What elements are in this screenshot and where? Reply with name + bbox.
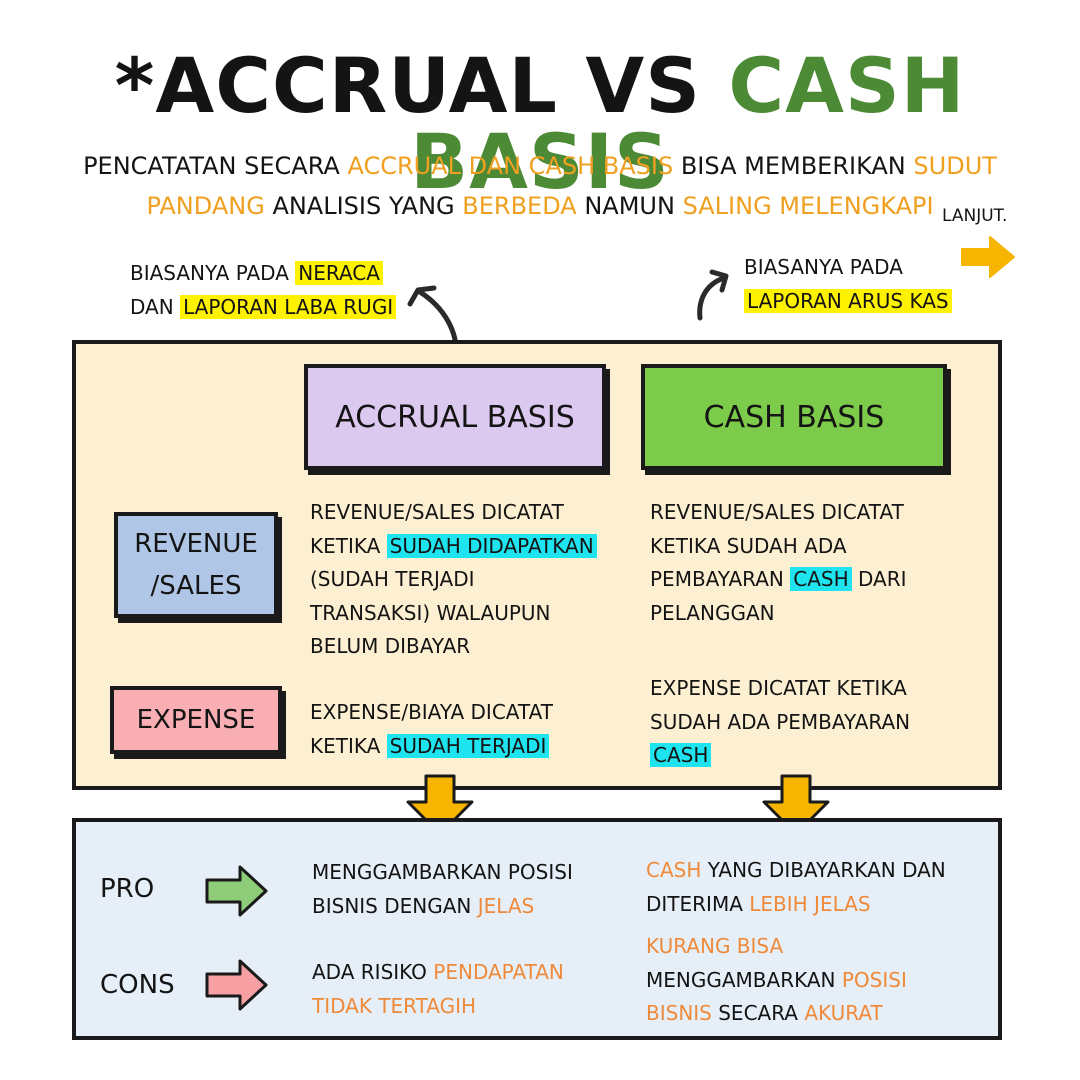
note-text: BIASANYA PADA xyxy=(744,255,903,279)
note-highlight: LAPORAN LABA RUGI xyxy=(180,295,397,319)
subtitle-highlight: SALING MELENGKAPI xyxy=(682,192,934,220)
note-accrual: BIASANYA PADA NERACA DAN LAPORAN LABA RU… xyxy=(130,256,410,324)
text-line: YANG DIBAYARKAN DAN xyxy=(707,858,946,882)
text-line: BELUM DIBAYAR xyxy=(310,634,471,658)
text-line: KETIKA xyxy=(310,733,381,758)
pro-cash-text: CASH YANG DIBAYARKAN DAN DITERIMA LEBIH … xyxy=(646,854,976,921)
text-highlight: TIDAK TERTAGIH xyxy=(312,993,477,1018)
expense-label-text: EXPENSE xyxy=(136,705,256,735)
subtitle: PENCATATAN SECARA ACCRUAL DAN CASH BASIS… xyxy=(80,146,1000,226)
subtitle-text: ANALISIS YANG xyxy=(272,192,455,220)
title-part-1: *ACCRUAL VS xyxy=(114,41,701,130)
text-line: TRANSAKSI) WALAUPUN xyxy=(310,600,551,625)
pro-accrual-text: MENGGAMBARKAN POSISI BISNIS DENGAN JELAS xyxy=(312,856,612,923)
subtitle-text: NAMUN xyxy=(584,192,675,220)
green-arrow-right-icon xyxy=(205,865,268,917)
revenue-label-line: /SALES xyxy=(150,571,242,601)
text-line: BISNIS DENGAN xyxy=(312,893,472,918)
note-highlight: LAPORAN ARUS KAS xyxy=(744,289,952,313)
text-line: REVENUE/SALES DICATAT xyxy=(310,500,564,524)
text-highlight: BISNIS xyxy=(646,1001,712,1025)
arrow-right-icon[interactable] xyxy=(960,234,1016,280)
text-line: REVENUE/SALES DICATAT xyxy=(650,500,904,524)
subtitle-text: PENCATATAN SECARA xyxy=(83,152,340,180)
red-arrow-right-icon xyxy=(205,959,268,1011)
text-highlight: CASH xyxy=(790,567,852,591)
subtitle-highlight: ACCRUAL DAN CASH BASIS xyxy=(347,152,674,180)
cash-expense-text: EXPENSE DICATAT KETIKA SUDAH ADA PEMBAYA… xyxy=(650,672,970,773)
subtitle-text: BISA MEMBERIKAN xyxy=(680,152,906,180)
text-highlight: POSISI xyxy=(841,967,907,992)
note-text: DAN xyxy=(130,295,174,319)
text-line: KETIKA xyxy=(310,533,381,558)
cash-revenue-text: REVENUE/SALES DICATAT KETIKA SUDAH ADA P… xyxy=(650,496,970,630)
note-text: BIASANYA PADA xyxy=(130,261,289,285)
text-highlight: CASH xyxy=(650,743,712,767)
cons-cash-text: KURANG BISA MENGGAMBARKAN POSISI BISNIS … xyxy=(646,930,976,1031)
accrual-revenue-text: REVENUE/SALES DICATAT KETIKA SUDAH DIDAP… xyxy=(310,496,630,664)
cons-label: CONS xyxy=(100,970,175,1000)
revenue-sales-label: REVENUE /SALES xyxy=(114,512,278,618)
expense-label: EXPENSE xyxy=(110,686,282,754)
text-line: DITERIMA xyxy=(646,891,743,916)
revenue-label-line: REVENUE xyxy=(134,529,258,559)
text-highlight: CASH xyxy=(646,858,702,882)
cash-basis-header: CASH BASIS xyxy=(641,364,947,470)
curved-arrow-up-right-icon xyxy=(697,269,729,321)
cash-basis-title: CASH BASIS xyxy=(703,399,885,435)
text-highlight: AKURAT xyxy=(804,1001,883,1025)
page-title: *ACCRUAL VS CASH BASIS xyxy=(0,48,1080,200)
accrual-expense-text: EXPENSE/BIAYA DICATAT KETIKA SUDAH TERJA… xyxy=(310,696,630,763)
text-line: KETIKA SUDAH ADA xyxy=(650,533,847,558)
note-cash: BIASANYA PADA LAPORAN ARUS KAS xyxy=(744,250,964,318)
text-line: SUDAH ADA PEMBAYARAN xyxy=(650,709,911,734)
title-part-2: CASH BASIS xyxy=(410,41,966,206)
text-line: (SUDAH TERJADI xyxy=(310,567,475,591)
text-line: MENGGAMBARKAN xyxy=(646,967,836,992)
text-line: SECARA xyxy=(718,1001,798,1025)
text-line: DARI xyxy=(858,567,907,591)
accrual-basis-header: ACCRUAL BASIS xyxy=(304,364,606,470)
text-line: ADA RISIKO xyxy=(312,960,427,984)
subtitle-highlight: SUDUT PANDANG xyxy=(146,152,997,220)
pro-label: PRO xyxy=(100,874,155,904)
text-highlight: JELAS xyxy=(477,893,535,918)
text-highlight: LEBIH JELAS xyxy=(749,891,871,916)
text-line: EXPENSE DICATAT KETIKA xyxy=(650,676,907,700)
text-highlight: SUDAH DIDAPATKAN xyxy=(386,533,597,558)
note-highlight: NERACA xyxy=(295,261,383,285)
next-label[interactable]: LANJUT. xyxy=(942,206,1008,226)
text-highlight: KURANG BISA xyxy=(646,934,784,958)
text-highlight: PENDAPATAN xyxy=(433,960,564,984)
text-line: PEMBAYARAN xyxy=(650,567,784,591)
cons-accrual-text: ADA RISIKO PENDAPATAN TIDAK TERTAGIH xyxy=(312,956,612,1023)
pros-cons-panel xyxy=(72,818,1002,1040)
text-highlight: SUDAH TERJADI xyxy=(386,733,550,758)
text-line: MENGGAMBARKAN POSISI xyxy=(312,860,573,884)
text-line: PELANGGAN xyxy=(650,600,775,625)
subtitle-highlight: BERBEDA xyxy=(462,192,577,220)
text-line: EXPENSE/BIAYA DICATAT xyxy=(310,700,553,724)
accrual-basis-title: ACCRUAL BASIS xyxy=(335,399,575,435)
